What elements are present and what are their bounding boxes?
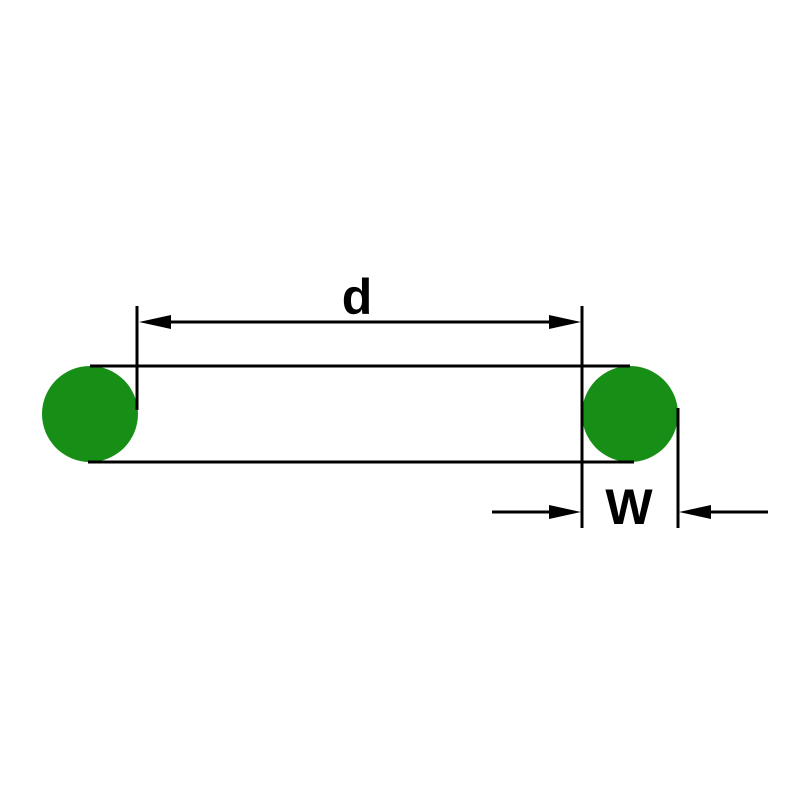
diameter-arrowhead-left (139, 315, 171, 329)
diameter-dimension-arrow (139, 315, 581, 329)
width-label: W (605, 479, 653, 535)
width-arrowhead-right (679, 505, 711, 519)
width-arrowhead-left (549, 505, 581, 519)
oring-section-left (42, 366, 138, 462)
diameter-arrowhead-right (549, 315, 581, 329)
oring-section-right (582, 366, 678, 462)
width-dimension-arrows (492, 505, 768, 519)
diameter-label: d (342, 269, 373, 325)
